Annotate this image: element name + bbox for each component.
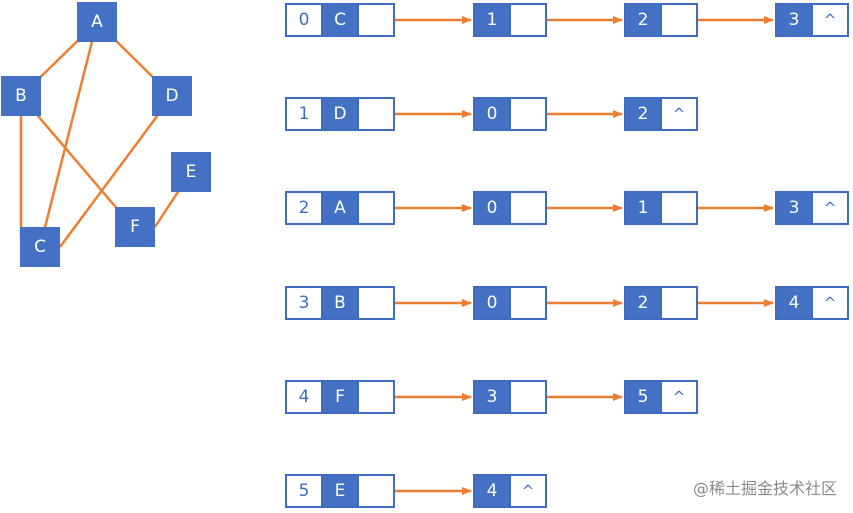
list-node-value: 5 <box>624 380 662 414</box>
list-head-vertex: E <box>321 474 359 508</box>
graph-node-c: C <box>20 227 60 267</box>
list-node-next <box>660 191 698 225</box>
list-node-value: 3 <box>775 3 813 37</box>
list-head-index: 5 <box>285 474 323 508</box>
graph-edge-d-c <box>58 95 174 248</box>
list-head-next <box>357 3 395 37</box>
list-node-value: 3 <box>473 380 511 414</box>
list-head-vertex: F <box>321 380 359 414</box>
list-head-next <box>357 380 395 414</box>
graph-node-a: A <box>77 2 117 42</box>
list-node-value: 0 <box>473 191 511 225</box>
graph-edge-b-f <box>20 95 126 219</box>
list-node-null: ^ <box>811 286 849 320</box>
graph-edge-a-c <box>38 21 99 248</box>
list-node-next <box>509 97 547 131</box>
graph-node-b: B <box>1 76 41 116</box>
graph-node-e: E <box>171 152 211 192</box>
list-head-index: 4 <box>285 380 323 414</box>
list-head-index: 2 <box>285 191 323 225</box>
list-head-index: 3 <box>285 286 323 320</box>
list-node-next <box>509 286 547 320</box>
list-node-value: 2 <box>624 97 662 131</box>
list-node-value: 1 <box>473 3 511 37</box>
list-node-null: ^ <box>811 191 849 225</box>
list-node-null: ^ <box>660 380 698 414</box>
list-head-index: 0 <box>285 3 323 37</box>
graph-node-f: F <box>115 207 155 247</box>
list-head-next <box>357 97 395 131</box>
graph-node-d: D <box>152 76 192 116</box>
list-node-null: ^ <box>509 474 547 508</box>
list-head-index: 1 <box>285 97 323 131</box>
list-node-value: 2 <box>624 286 662 320</box>
list-head-next <box>357 191 395 225</box>
list-node-value: 3 <box>775 191 813 225</box>
list-node-next <box>509 380 547 414</box>
list-node-value: 4 <box>775 286 813 320</box>
list-node-value: 4 <box>473 474 511 508</box>
list-node-value: 1 <box>624 191 662 225</box>
list-node-value: 2 <box>624 3 662 37</box>
list-head-next <box>357 474 395 508</box>
list-node-next <box>509 191 547 225</box>
list-node-value: 0 <box>473 286 511 320</box>
list-node-null: ^ <box>811 3 849 37</box>
list-head-vertex: B <box>321 286 359 320</box>
list-head-vertex: C <box>321 3 359 37</box>
list-node-next <box>660 286 698 320</box>
list-head-next <box>357 286 395 320</box>
list-node-next <box>509 3 547 37</box>
list-node-null: ^ <box>660 97 698 131</box>
list-node-value: 0 <box>473 97 511 131</box>
list-head-vertex: D <box>321 97 359 131</box>
watermark: @稀土掘金技术社区 <box>692 479 837 498</box>
list-node-next <box>660 3 698 37</box>
list-head-vertex: A <box>321 191 359 225</box>
